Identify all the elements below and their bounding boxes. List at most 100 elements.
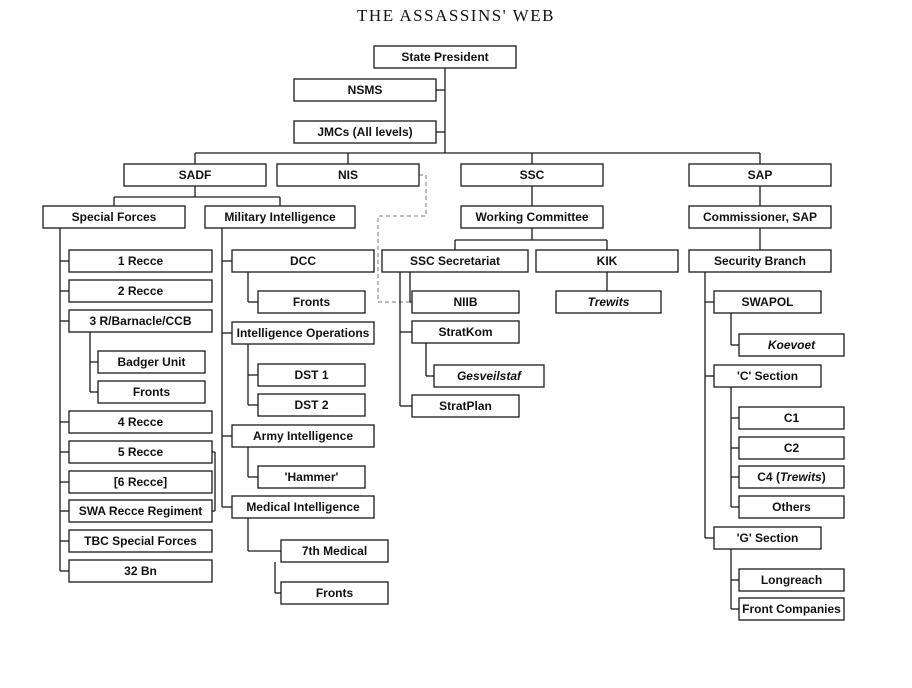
node-jmcs: JMCs (All levels) (293, 120, 437, 144)
node-box (688, 249, 832, 273)
node-box (280, 539, 389, 563)
node-label: Working Committee (475, 210, 588, 224)
node-label: SWAPOL (741, 295, 793, 309)
node-swapol: SWAPOL (713, 290, 822, 314)
node-label: Front Companies (742, 602, 841, 616)
node-box (42, 205, 186, 229)
node-seventh-medical: 7th Medical (280, 539, 389, 563)
node-box (381, 249, 529, 273)
node-box (68, 559, 213, 583)
node-box (738, 597, 845, 621)
node-koevoet: Koevoet (738, 333, 845, 357)
node-label: SSC Secretariat (410, 254, 500, 268)
node-ssc-secretariat: SSC Secretariat (381, 249, 529, 273)
node-label: SSC (520, 168, 545, 182)
node-box (231, 424, 375, 448)
node-label: 4 Recce (118, 415, 164, 429)
node-c-section: 'C' Section (713, 364, 822, 388)
node-front-companies: Front Companies (738, 597, 845, 621)
node-box (231, 249, 375, 273)
node-box (68, 410, 213, 434)
node-label: Koevoet (768, 338, 816, 352)
node-label: 'C' Section (737, 369, 798, 383)
node-label: Intelligence Operations (237, 326, 370, 340)
node-stratkom: StratKom (411, 320, 520, 344)
connector-lines (59, 68, 761, 610)
node-g-section: 'G' Section (713, 526, 822, 550)
node-label: SADF (179, 168, 212, 182)
node-box (231, 495, 375, 519)
node-c4: C4 (Trewits) (738, 465, 845, 489)
node-commissioner-sap: Commissioner, SAP (688, 205, 832, 229)
node-bn32: 32 Bn (68, 559, 213, 583)
node-label: Longreach (761, 573, 822, 587)
node-box (280, 581, 389, 605)
node-label: Badger Unit (117, 355, 185, 369)
node-intel-ops: Intelligence Operations (231, 321, 375, 345)
node-box (97, 350, 206, 374)
node-gesveilstaf: Gesveilstaf (433, 364, 545, 388)
node-sap: SAP (688, 163, 832, 187)
node-stratplan: StratPlan (411, 394, 520, 418)
node-box (204, 205, 356, 229)
node-label: 7th Medical (302, 544, 367, 558)
node-label: Army Intelligence (253, 429, 353, 443)
node-c1: C1 (738, 406, 845, 430)
node-label: Gesveilstaf (457, 369, 522, 383)
node-label: SAP (748, 168, 773, 182)
node-fronts-sf: Fronts (97, 380, 206, 404)
node-box (460, 163, 604, 187)
node-box (97, 380, 206, 404)
node-box (688, 205, 832, 229)
node-army-intel: Army Intelligence (231, 424, 375, 448)
node-label: Trewits (588, 295, 630, 309)
node-label: Others (772, 500, 811, 514)
node-label: Special Forces (72, 210, 157, 224)
node-box (257, 290, 366, 314)
node-label: Fronts (316, 586, 354, 600)
node-box (257, 393, 366, 417)
node-sadf: SADF (123, 163, 267, 187)
node-recce3: 3 R/Barnacle/CCB (68, 309, 213, 333)
node-label: 'G' Section (737, 531, 799, 545)
node-box (68, 499, 213, 523)
node-box (293, 120, 437, 144)
node-label: Fronts (133, 385, 171, 399)
node-medical-intel: Medical Intelligence (231, 495, 375, 519)
node-ssc: SSC (460, 163, 604, 187)
node-box (713, 290, 822, 314)
node-nis: NIS (276, 163, 420, 187)
node-fronts-med: Fronts (280, 581, 389, 605)
node-box (68, 279, 213, 303)
node-kik: KIK (535, 249, 679, 273)
node-label: NSMS (348, 83, 383, 97)
node-box (276, 163, 420, 187)
node-label: Fronts (293, 295, 331, 309)
node-label: C1 (784, 411, 800, 425)
node-swa-recce: SWA Recce Regiment (68, 499, 213, 523)
node-security-branch: Security Branch (688, 249, 832, 273)
node-box (411, 320, 520, 344)
node-box (535, 249, 679, 273)
node-c2: C2 (738, 436, 845, 460)
node-box (738, 465, 845, 489)
node-working-committee: Working Committee (460, 205, 604, 229)
node-label: [6 Recce] (114, 475, 167, 489)
node-box (68, 470, 213, 494)
node-box (373, 45, 517, 69)
node-label: SWA Recce Regiment (79, 504, 203, 518)
node-recce2: 2 Recce (68, 279, 213, 303)
node-box (257, 465, 366, 489)
node-fronts-dcc: Fronts (257, 290, 366, 314)
node-box (738, 436, 845, 460)
node-box (231, 321, 375, 345)
node-trewits: Trewits (555, 290, 662, 314)
node-box (460, 205, 604, 229)
node-label: StratKom (438, 325, 492, 339)
node-box (68, 309, 213, 333)
node-recce5: 5 Recce (68, 440, 213, 464)
node-label: 1 Recce (118, 254, 164, 268)
node-recce4: 4 Recce (68, 410, 213, 434)
node-label: TBC Special Forces (84, 534, 197, 548)
